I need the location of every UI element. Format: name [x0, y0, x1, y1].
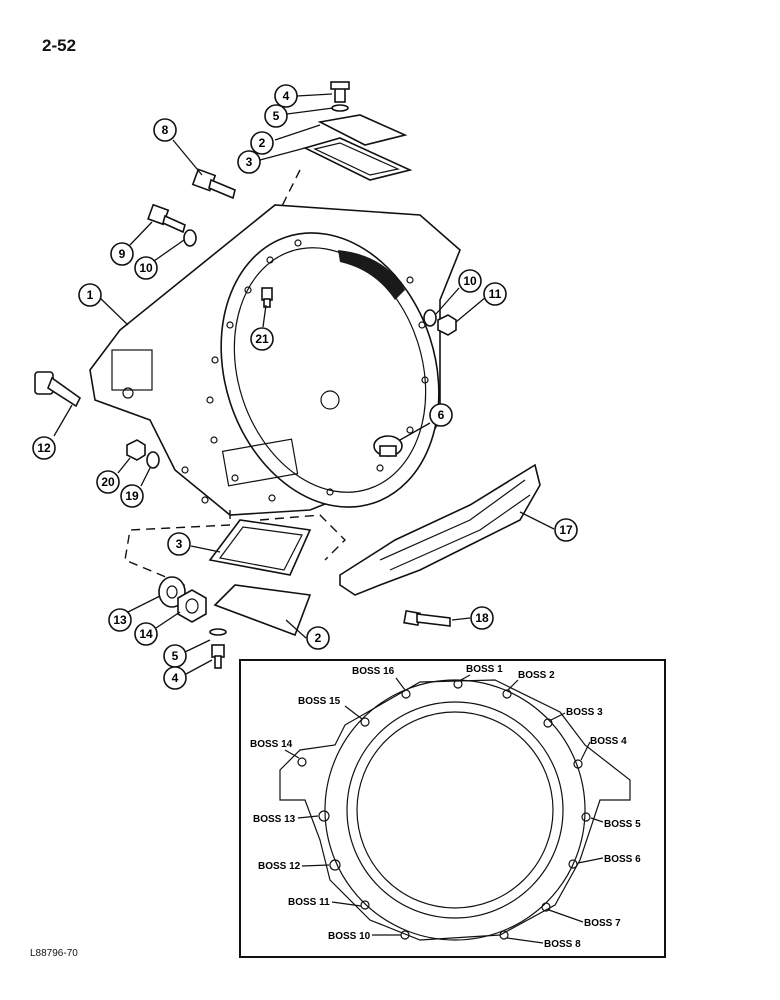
nut-11: [437, 314, 457, 336]
boss-3-label: BOSS 3: [566, 707, 603, 718]
svg-text:12: 12: [37, 441, 51, 455]
svg-text:3: 3: [246, 155, 253, 169]
callout-12: 12: [32, 436, 56, 460]
callout-18: 18: [470, 606, 494, 630]
svg-text:3: 3: [176, 537, 183, 551]
boss-10-label: BOSS 10: [328, 931, 371, 942]
bolt-18: [403, 609, 451, 627]
svg-text:9: 9: [119, 247, 126, 261]
figure-code: L88796-70: [30, 948, 78, 959]
boss-2-label: BOSS 2: [518, 670, 555, 681]
svg-text:18: 18: [475, 611, 489, 625]
callout-14: 14: [134, 622, 158, 646]
boss-14-label: BOSS 14: [250, 739, 293, 750]
washer-19: [146, 451, 160, 469]
nut-14: [177, 589, 207, 623]
boss-16-label: BOSS 16: [352, 666, 395, 677]
callout-5-top: 5: [264, 104, 288, 128]
svg-text:6: 6: [438, 408, 445, 422]
page-number: 2-52: [42, 36, 77, 55]
callout-2-top: 2: [250, 131, 274, 155]
svg-text:4: 4: [172, 671, 179, 685]
callout-9: 9: [110, 242, 134, 266]
washer-10-right: [423, 309, 437, 327]
flywheel-housing: [89, 204, 461, 516]
housing-bolt-holes: [181, 239, 429, 504]
callout-19: 19: [120, 484, 144, 508]
callout-10-right: 10: [458, 269, 482, 293]
nut-20: [126, 439, 146, 461]
boss-inset: BOSS 16 BOSS 1 BOSS 2 BOSS 3 BOSS 4 BOSS…: [239, 659, 666, 958]
svg-text:1: 1: [87, 288, 94, 302]
boss-13-label: BOSS 13: [253, 814, 296, 825]
callout-2-bottom: 2: [306, 626, 330, 650]
svg-text:14: 14: [139, 627, 153, 641]
svg-text:8: 8: [162, 123, 169, 137]
callout-17: 17: [554, 518, 578, 542]
svg-text:5: 5: [172, 649, 179, 663]
boss-6-label: BOSS 6: [604, 854, 641, 865]
svg-text:2: 2: [259, 136, 266, 150]
callout-1: 1: [78, 283, 102, 307]
boss-7-label: BOSS 7: [584, 918, 621, 929]
svg-text:13: 13: [113, 613, 127, 627]
washer-10-left: [183, 229, 197, 247]
bolt-9: [147, 203, 186, 234]
boss-1-label: BOSS 1: [466, 664, 503, 675]
callout-13: 13: [108, 608, 132, 632]
callout-6: 6: [429, 403, 453, 427]
callout-21: 21: [250, 327, 274, 351]
top-cover-assembly: [279, 81, 413, 211]
svg-text:4: 4: [283, 89, 290, 103]
svg-text:19: 19: [125, 489, 139, 503]
callout-4-top: 4: [274, 84, 298, 108]
svg-text:10: 10: [463, 274, 477, 288]
boss-5-label: BOSS 5: [604, 819, 641, 830]
boss-15-label: BOSS 15: [298, 696, 341, 707]
callout-4-bottom: 4: [163, 666, 187, 690]
boss-holes: [297, 679, 591, 940]
bottom-cover-assembly: [124, 510, 346, 669]
callout-11: 11: [483, 282, 507, 306]
bolt-8: [191, 168, 236, 200]
callout-10-left: 10: [134, 256, 158, 280]
svg-text:11: 11: [489, 287, 502, 301]
callout-3-top: 3: [237, 150, 261, 174]
svg-text:10: 10: [139, 261, 153, 275]
fitting-21: [261, 287, 273, 308]
callout-5-bottom: 5: [163, 644, 187, 668]
shield-17: [339, 463, 541, 596]
boss-leaders: [284, 674, 604, 944]
boss-11-label: BOSS 11: [288, 897, 330, 908]
boss-12-label: BOSS 12: [258, 861, 301, 872]
boss-4-label: BOSS 4: [590, 736, 627, 747]
plug-6: [373, 435, 403, 457]
svg-text:20: 20: [101, 475, 115, 489]
callout-3-bottom: 3: [167, 532, 191, 556]
leader-lines: [53, 93, 555, 675]
svg-text:2: 2: [315, 631, 322, 645]
svg-text:21: 21: [255, 332, 269, 346]
boss-8-label: BOSS 8: [544, 939, 581, 950]
stud-12: [34, 371, 82, 408]
callout-8: 8: [153, 118, 177, 142]
svg-text:5: 5: [273, 109, 280, 123]
callout-20: 20: [96, 470, 120, 494]
svg-text:17: 17: [559, 523, 573, 537]
